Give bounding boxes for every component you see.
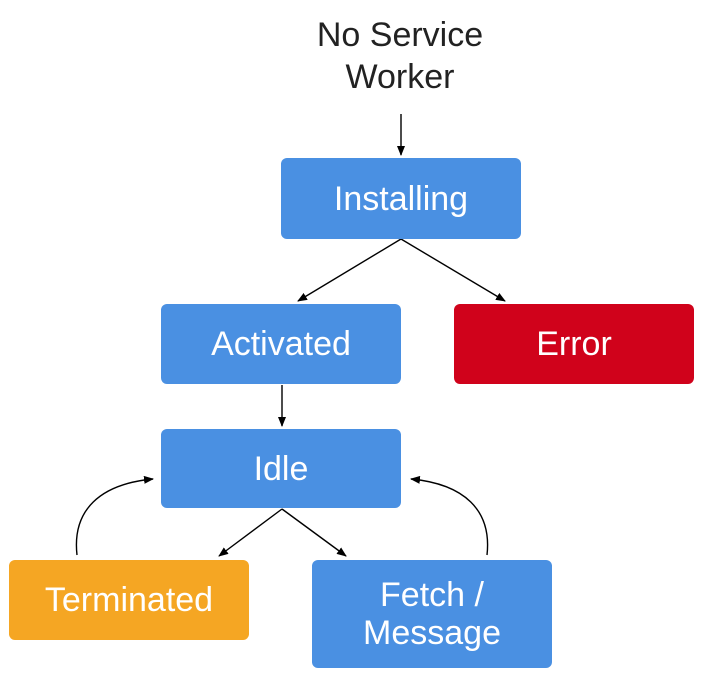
state-idle: Idle [161,429,401,508]
state-error: Error [454,304,694,384]
start-state-line-1: No Service [316,16,484,54]
state-fetch-message: Fetch / Message [312,560,552,668]
state-activated-label: Activated [211,325,351,363]
start-state-line-2: Worker [345,58,455,96]
state-installing-label: Installing [333,179,469,218]
state-fetch-label-line-1: Fetch / [380,576,484,614]
state-activated: Activated [161,304,401,384]
state-error-label: Error [536,325,612,363]
arrow-installing-to-error [400,238,506,302]
arrow-installing-to-activated [297,238,402,302]
start-state-label: No Service Worker [300,14,500,98]
state-installing: Installing [281,158,521,239]
arrow-fetch-to-idle [410,475,489,556]
state-terminated: Terminated [9,560,249,640]
arrow-idle-to-terminated [218,508,283,557]
state-idle-label: Idle [253,449,309,488]
arrow-terminated-to-idle [75,475,154,556]
state-terminated-label: Terminated [44,581,214,619]
state-fetch-label-line-2: Message [363,614,501,652]
arrow-idle-to-fetch [281,508,347,557]
